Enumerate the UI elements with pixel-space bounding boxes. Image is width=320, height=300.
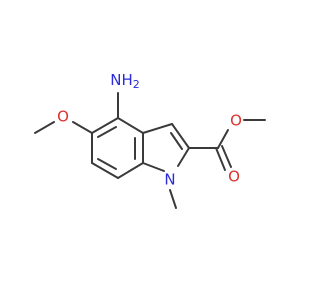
bond-carbonyl-o-double-a xyxy=(215,147,226,171)
methoxy-oxygen-label: O xyxy=(57,108,69,126)
bond-carbonyl-o-single xyxy=(217,129,229,149)
bond-c7-c6-inner xyxy=(97,158,117,170)
bond-n1-methyl xyxy=(169,189,177,209)
bond-n1-c7a xyxy=(142,162,165,172)
bond-c3-c2 xyxy=(171,123,190,149)
bond-c2-n1 xyxy=(177,147,190,167)
bond-c7a-c7 xyxy=(117,162,144,179)
amino-n-label: N xyxy=(110,71,121,89)
bond-c5-c4 xyxy=(91,117,119,134)
molecule-structure: NH2 O N O O xyxy=(34,71,266,209)
bond-c5-c4-inner xyxy=(97,126,117,138)
bond-c3a-c3 xyxy=(142,123,173,134)
amino-label: NH2 xyxy=(110,71,140,92)
amino-h-label: H xyxy=(121,71,132,89)
bond-c4-c3a xyxy=(117,117,144,134)
atom-labels: NH2 O N O O xyxy=(57,71,242,189)
ring-nitrogen-label: N xyxy=(164,171,175,189)
bond-c5-o xyxy=(72,121,93,134)
bonds xyxy=(34,92,266,209)
carbonyl-oxygen-label: O xyxy=(228,168,240,186)
bond-c3-c2-inner xyxy=(170,132,183,150)
molecule-canvas: NH2 O N O O xyxy=(34,70,266,209)
bond-o-methyl xyxy=(34,121,55,134)
amino-h-subscript: 2 xyxy=(133,78,140,91)
ester-oxygen-label: O xyxy=(230,112,242,130)
bond-c7-c6 xyxy=(91,162,119,179)
bond-carbonyl-o-double-b xyxy=(221,145,232,168)
